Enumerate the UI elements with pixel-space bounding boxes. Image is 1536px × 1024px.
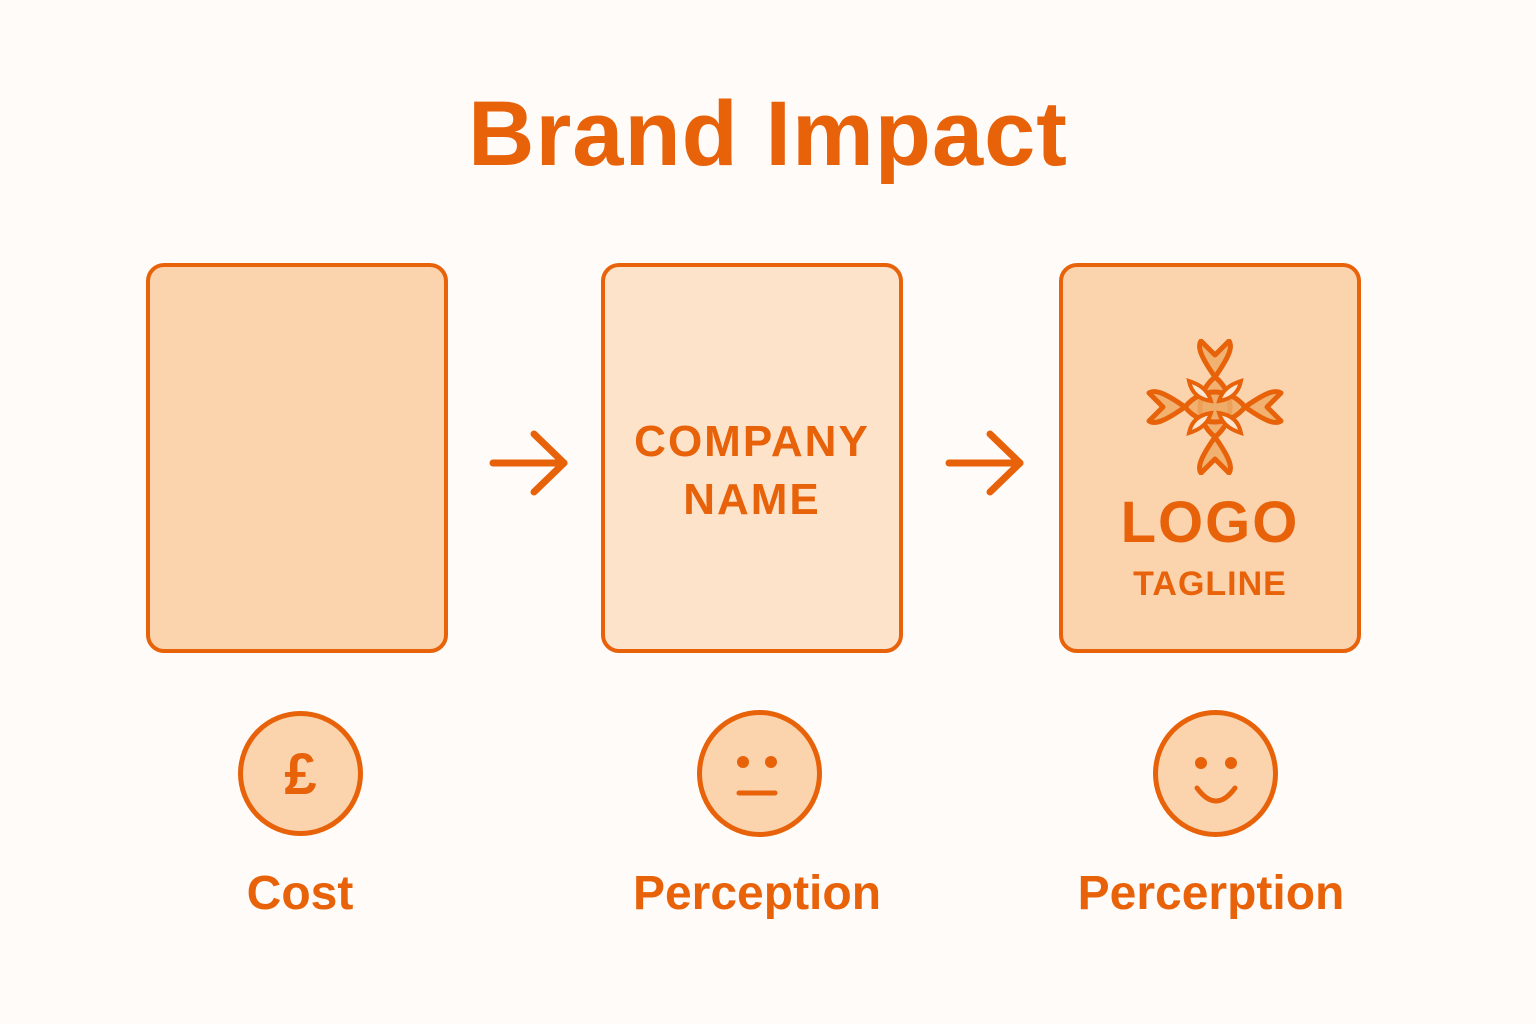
- tagline-text: TAGLINE: [1133, 565, 1287, 603]
- flower-logo-icon: [1146, 339, 1284, 475]
- svg-text:£: £: [284, 742, 316, 807]
- diagram-title: Brand Impact: [468, 83, 1068, 185]
- arrow-right-icon: [489, 430, 568, 496]
- smiling-face-icon: [1153, 710, 1278, 837]
- company-name-text: COMPANY NAME: [605, 413, 899, 529]
- arrow-right-icon: [945, 430, 1024, 496]
- logo-text: LOGO: [1120, 490, 1300, 555]
- company-name-line2: NAME: [683, 475, 821, 524]
- label-percerption: Percerption: [1077, 867, 1345, 920]
- label-perception: Perception: [632, 867, 882, 920]
- company-name-line1: COMPANY: [634, 417, 870, 466]
- company-name-card: COMPANY NAME: [601, 263, 903, 653]
- logo-card: LOGO TAGLINE: [1059, 263, 1361, 653]
- neutral-face-icon: [697, 710, 822, 837]
- pound-coin-icon: £: [238, 711, 363, 836]
- blank-card: [146, 263, 448, 653]
- label-cost: Cost: [246, 867, 354, 920]
